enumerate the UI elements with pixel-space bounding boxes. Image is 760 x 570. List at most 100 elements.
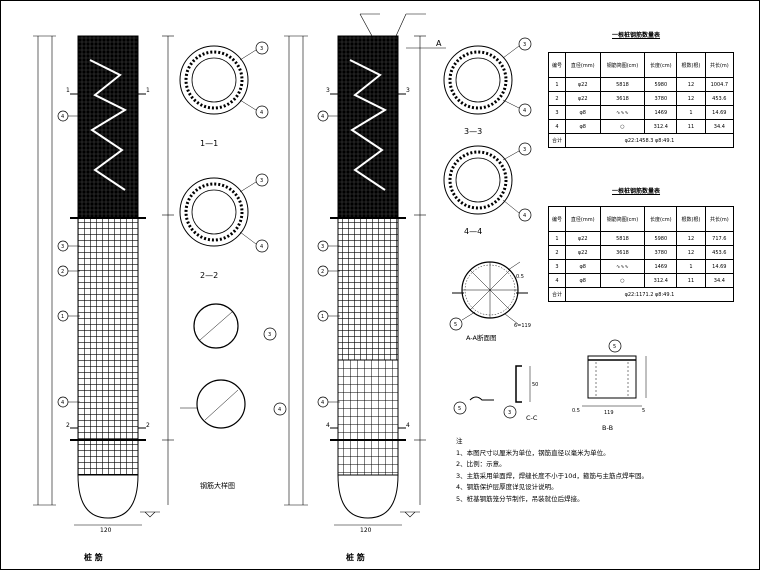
section-mark-4b: 4 (406, 422, 410, 429)
aa-radius: 6=119 (514, 323, 531, 329)
pile-elevation-left (33, 35, 174, 526)
t1-h-count: 根数(根) (676, 52, 706, 78)
sec33-callout-4: 4 (523, 108, 526, 114)
callout-4-left: 4 (61, 114, 64, 120)
section-mark-1b: 1 (146, 87, 150, 94)
zigzag-shape: ∿∿∿ (599, 259, 646, 274)
section-mark-4a: 4 (326, 422, 330, 429)
section-title-1-1: 1—1 (200, 139, 218, 148)
section-a-a (449, 261, 528, 331)
ring-shape: ○ (599, 273, 646, 288)
section-title-2-2: 2—2 (200, 271, 218, 280)
section-title-3-3: 3—3 (464, 127, 482, 136)
section-mark-1a: 1 (66, 87, 70, 94)
sec22-callout-3: 3 (260, 178, 263, 184)
section-2-2 (179, 173, 269, 253)
callouts-left (57, 110, 80, 408)
section-4-4 (443, 142, 532, 222)
pile-elevation-right (284, 13, 446, 526)
ring3-callout: 3 (268, 332, 271, 338)
t1-h-len: 长度(cm) (644, 52, 678, 78)
t1-h-shape: 钢筋简图(cm) (599, 52, 646, 78)
t1-h-id: 编号 (548, 52, 566, 78)
section-title-a-a: A-A断面图 (466, 333, 496, 342)
table1-title: 一根桩钢筋数量表 (612, 32, 661, 39)
aa-dim-05: 0.5 (516, 274, 524, 280)
sec44-callout-4: 4 (523, 213, 526, 219)
note-line: 5、桩基钢筋笼分节制作，吊装就位后焊接。 (456, 494, 584, 503)
zigzag-shape: ∿∿∿ (599, 105, 646, 120)
bb-callout-5: 5 (613, 344, 616, 350)
callout-1-left: 1 (61, 314, 64, 320)
rebar-detail-title: 钢筋大样图 (200, 481, 235, 490)
t2-h-len: 长度(cm) (644, 206, 678, 232)
label-pile-left: 桩 筋 (84, 552, 103, 562)
callout-2-left: 2 (61, 269, 64, 275)
bb-dim-119: 119 (604, 410, 614, 416)
section-c-c (453, 365, 531, 419)
cc-dim-50: 50 (532, 382, 538, 388)
note-line: 2、比例：示意。 (456, 460, 506, 468)
t2-h-total: 共长(m) (704, 206, 735, 232)
table2-title: 一根桩钢筋数量表 (612, 188, 661, 195)
section-mark-2a: 2 (66, 422, 70, 429)
width-dim-left: 120 (100, 527, 112, 534)
bb-dim-5: 5 (642, 408, 645, 414)
sec11-callout-3: 3 (260, 46, 263, 52)
callout-4b-right: 4 (321, 400, 324, 406)
t2-h-dia: 直径(mm) (564, 206, 601, 232)
bb-dim-05: 0.5 (572, 408, 580, 414)
aa-callout-5: 5 (454, 322, 457, 328)
section-3-3 (443, 37, 532, 117)
section-mark-3a: 3 (326, 87, 330, 94)
ring4-callout: 4 (278, 407, 281, 413)
cc-callout-3: 3 (508, 410, 511, 416)
detail-ring-4 (180, 379, 287, 429)
t1-h-total: 共长(m) (704, 52, 735, 78)
callout-4-right: 4 (321, 114, 324, 120)
sec33-callout-3: 3 (523, 42, 526, 48)
section-b-b (582, 339, 647, 407)
sec44-callout-3: 3 (523, 147, 526, 153)
section-mark-a: A (436, 39, 442, 48)
ring-shape: ○ (599, 119, 646, 134)
section-title-4-4: 4—4 (464, 227, 482, 236)
label-pile-right: 桩 筋 (346, 552, 365, 562)
width-dim-right: 120 (360, 527, 372, 534)
table-total-row: 合计 φ22:1171.2 φ8:49.1 (548, 287, 735, 302)
callout-3-left: 3 (61, 244, 64, 250)
section-mark-3b: 3 (406, 87, 410, 94)
drawing-notes: 注 1、本图尺寸以厘米为单位，钢筋直径以毫米为单位。 2、比例：示意。 3、主筋… (456, 436, 756, 505)
callout-3-right: 3 (321, 244, 324, 250)
notes-heading: 注 (456, 437, 463, 445)
callout-2-right: 2 (321, 269, 324, 275)
t2-h-count: 根数(根) (676, 206, 706, 232)
t2-h-shape: 钢筋简图(cm) (599, 206, 646, 232)
callouts-right (317, 110, 340, 408)
note-line: 4、钢筋保护层厚度详见设计说明。 (456, 483, 558, 491)
section-title-c-c: C-C (526, 414, 538, 422)
section-title-b-b: B-B (602, 424, 613, 432)
t2-h-id: 编号 (548, 206, 566, 232)
section-mark-2b: 2 (146, 422, 150, 429)
hook-callout-5: 5 (458, 406, 461, 412)
sec11-callout-4: 4 (260, 110, 263, 116)
table-total-row: 合计 φ22:1458.3 φ8:49.1 (548, 133, 735, 148)
note-line: 1、本图尺寸以厘米为单位，钢筋直径以毫米为单位。 (456, 448, 610, 457)
note-line: 3、主筋采用单面焊，焊缝长度不小于10d，箍筋与主筋点焊牢固。 (456, 471, 649, 480)
section-1-1 (179, 41, 269, 119)
callout-4b-left: 4 (61, 400, 64, 406)
sec22-callout-4: 4 (260, 244, 263, 250)
callout-1-right: 1 (321, 314, 324, 320)
t1-h-dia: 直径(mm) (564, 52, 601, 78)
